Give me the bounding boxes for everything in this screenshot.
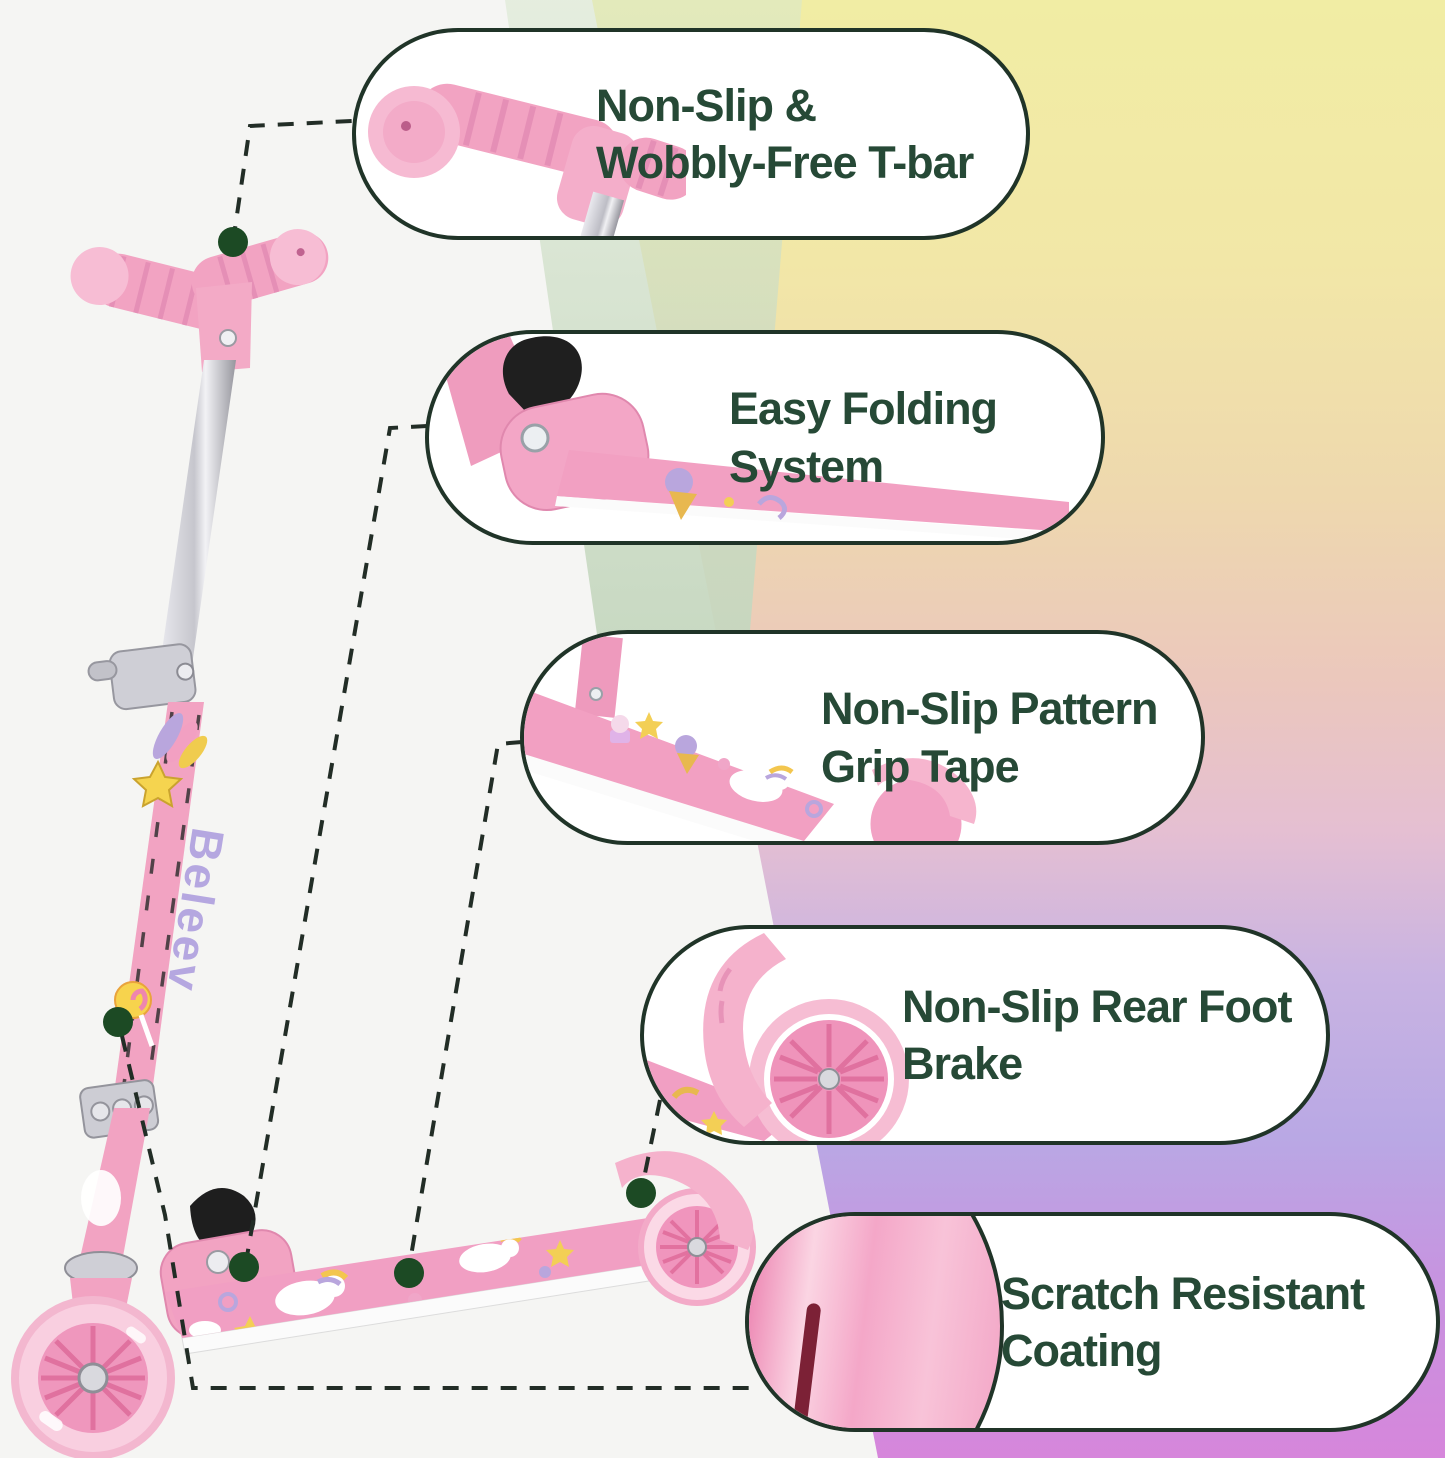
callout-bubble-griptape: Non-Slip Pattern Grip Tape [520, 630, 1205, 845]
callout-label-coating: Scratch Resistant Coating [1001, 1265, 1436, 1379]
callout-label-line: Brake [902, 1038, 1023, 1089]
callout-bubble-folding: Easy Folding System [425, 330, 1105, 545]
callout-label-folding: Easy Folding System [729, 380, 1101, 494]
callout-label-line: Non-Slip Pattern [821, 683, 1159, 735]
coated-tube-photo [749, 1216, 1004, 1428]
folding-system-photo [434, 334, 1069, 541]
callout-label-line: Wobbly-Free T-bar [596, 137, 974, 188]
callout-label-brake: Non-Slip Rear Foot Brake [902, 978, 1326, 1092]
callout-label-line: Non-Slip & [596, 79, 817, 131]
callout-label-line: Grip Tape [821, 740, 1020, 792]
tube-slot [792, 1302, 822, 1428]
grip-tape-photo [524, 634, 977, 841]
callout-label-line: Coating [1001, 1325, 1162, 1376]
callout-bubble-brake: Non-Slip Rear Foot Brake [640, 925, 1330, 1145]
callout-label-tbar: Non-Slip & Wobbly-Free T-bar [596, 77, 1026, 191]
stem-upper-silver [160, 360, 236, 665]
stem-lower-pink: Beleev [112, 702, 234, 1108]
tbar-joint [196, 282, 252, 372]
callout-label-griptape: Non-Slip Pattern Grip Tape [821, 680, 1201, 794]
front-wheel [11, 1296, 175, 1458]
star-sticker [131, 713, 208, 808]
callout-bubble-coating: Scratch Resistant Coating [745, 1212, 1440, 1432]
callout-label-line: Non-Slip Rear Foot [902, 980, 1292, 1032]
callout-label-line: Easy Folding [729, 383, 998, 435]
cloud-sticker [81, 1170, 121, 1226]
callout-bubble-tbar: Non-Slip & Wobbly-Free T-bar [352, 28, 1030, 240]
callout-label-line: System [729, 440, 884, 492]
tbar-photo [368, 83, 686, 236]
height-clamp [87, 643, 197, 711]
callout-label-line: Scratch Resistant [1001, 1267, 1365, 1319]
tbar-grips [70, 229, 329, 372]
